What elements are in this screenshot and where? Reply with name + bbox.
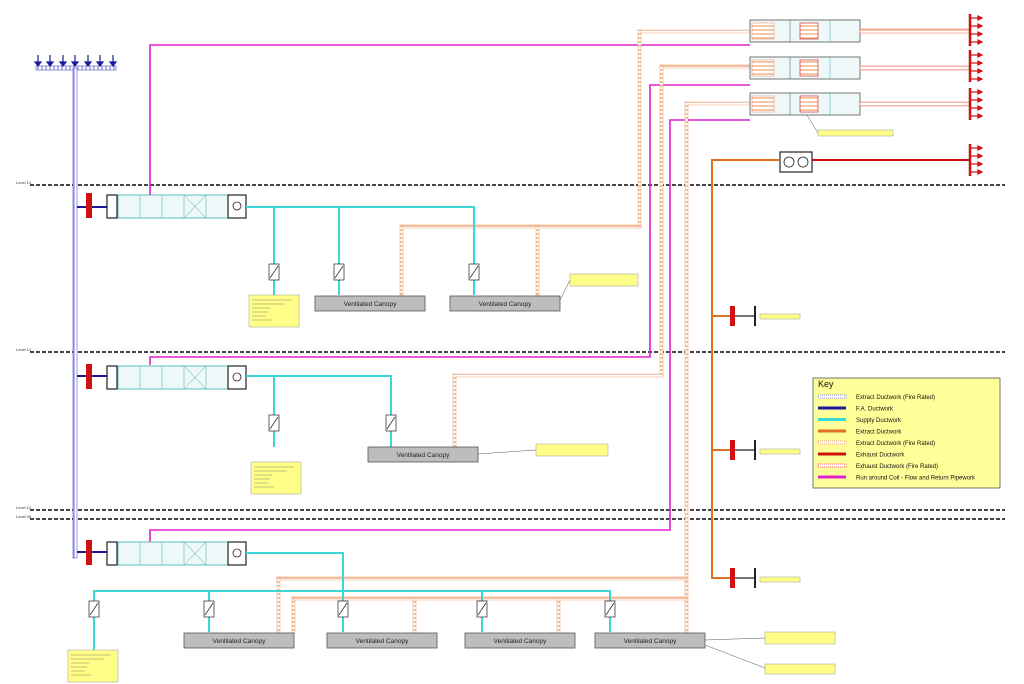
key-item: Supply Ductwork <box>818 418 902 424</box>
canopy: Ventilated Canopy <box>449 295 561 312</box>
note-box <box>569 273 639 287</box>
key-item: Extract Ductwork (Fire Rated) <box>817 440 935 447</box>
extract-grilles <box>730 306 756 588</box>
note-box <box>250 461 302 495</box>
canopy: Ventilated Canopy <box>183 632 295 649</box>
key-item-label: Extract Ductwork (Fire Rated) <box>856 441 935 447</box>
roof-unit <box>749 56 861 80</box>
key-swatch <box>817 394 847 399</box>
exhaust-discharge-louvres <box>968 14 984 176</box>
run-around-coil-pipework <box>149 44 750 547</box>
key-item-label: F.A. Ductwork <box>856 407 894 413</box>
key-swatch <box>818 406 846 410</box>
canopy-label: Ventilated Canopy <box>213 638 267 645</box>
supply-dampers <box>88 263 616 618</box>
key-legend: Key Extract Ductwork (Fire Rated) F.A. Du… <box>812 377 1001 489</box>
key-item-label: Run around Coil - Flow and Return Pipewo… <box>856 476 976 482</box>
extract-fan <box>779 151 813 173</box>
level-label-14: Level 14 <box>16 180 32 185</box>
roof-unit <box>749 92 861 116</box>
key-item-label: Exhaust Ductwork <box>856 453 905 459</box>
key-item-label: Extract Ductwork <box>856 430 902 436</box>
canopy: Ventilated Canopy <box>314 295 426 312</box>
key-item-label: Supply Ductwork <box>856 418 902 424</box>
key-item: F.A. Ductwork <box>818 406 894 413</box>
canopy: Ventilated Canopy <box>367 446 479 463</box>
note-boxes <box>67 129 894 683</box>
canopy: Ventilated Canopy <box>464 632 576 649</box>
canopy-label: Ventilated Canopy <box>479 301 533 308</box>
key-swatch <box>817 463 847 468</box>
extract-ductwork <box>711 159 780 579</box>
level-label-12: Level 12 <box>16 505 32 510</box>
ahu-level-14 <box>86 193 247 219</box>
key-swatch <box>817 440 847 445</box>
note-box <box>535 443 609 457</box>
canopy-label: Ventilated Canopy <box>344 301 398 308</box>
supply-ductwork <box>93 206 611 650</box>
note-leaders <box>477 111 819 669</box>
canopies: Ventilated Canopy Ventilated Canopy Vent… <box>183 295 706 649</box>
roof-units <box>749 19 861 116</box>
canopy: Ventilated Canopy <box>326 632 438 649</box>
fa-intake-riser <box>33 55 118 559</box>
canopy: Ventilated Canopy <box>594 632 706 649</box>
discharge-arrows <box>970 15 984 175</box>
level-lines: Level 14 Level 13 Level 12 Level 08 <box>16 180 1005 520</box>
note-box <box>67 649 119 683</box>
note-box <box>248 294 300 328</box>
roof-unit <box>749 19 861 43</box>
key-swatch <box>818 452 846 456</box>
ahu-level-08 <box>86 540 247 566</box>
note-box <box>759 448 801 455</box>
note-box <box>759 576 801 583</box>
canopy-label: Ventilated Canopy <box>494 638 548 645</box>
key-item: Run around Coil - Flow and Return Pipewo… <box>818 475 976 482</box>
note-box <box>764 663 836 675</box>
level-label-08: Level 08 <box>16 514 32 519</box>
extract-fire-rated-ductwork <box>276 29 751 634</box>
canopy-label: Ventilated Canopy <box>356 638 410 645</box>
canopy-label: Ventilated Canopy <box>624 638 678 645</box>
note-box <box>759 313 801 320</box>
key-item-label: Extract Ductwork (Fire Rated) <box>856 395 935 401</box>
note-box <box>764 631 836 645</box>
key-item: Exhaust Ductwork <box>818 452 905 459</box>
exhaust-fire-rated-ductwork <box>859 28 971 107</box>
key-item-label: Exhaust Ductwork (Fire Rated) <box>856 464 938 470</box>
key-title: Key <box>818 379 834 389</box>
key-swatch <box>818 418 846 421</box>
note-box <box>817 129 894 137</box>
key-item: Extract Ductwork <box>818 429 902 436</box>
intake-arrows <box>33 55 118 67</box>
ahu-level-13 <box>86 364 247 390</box>
key-swatch <box>818 475 846 479</box>
level-label-13: Level 13 <box>16 347 32 352</box>
key-swatch <box>818 429 846 433</box>
key-item: Extract Ductwork (Fire Rated) <box>817 394 935 401</box>
key-item: Exhaust Ductwork (Fire Rated) <box>817 463 938 470</box>
note-text-lines <box>71 299 294 676</box>
canopy-label: Ventilated Canopy <box>397 452 451 459</box>
